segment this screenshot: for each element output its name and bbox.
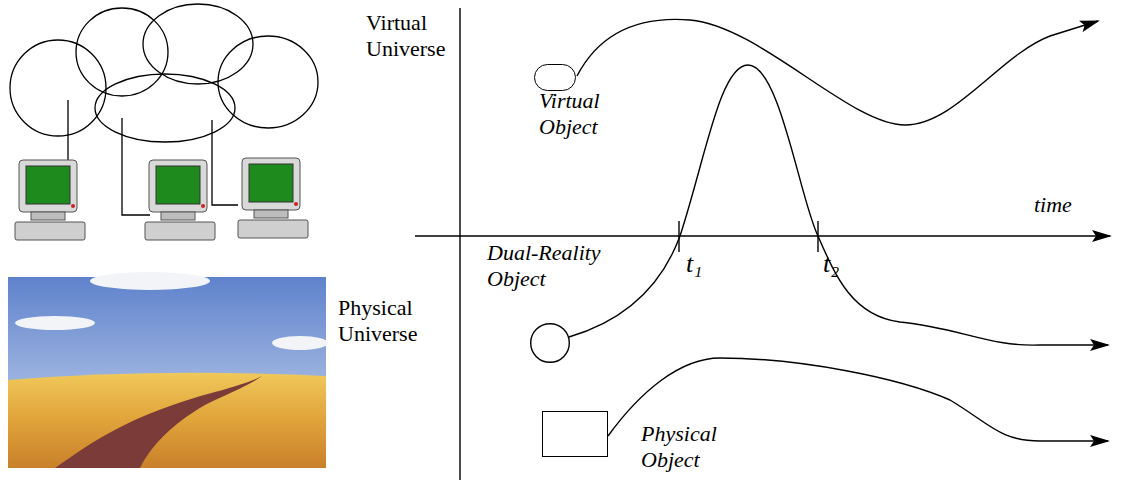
axis [415, 8, 1110, 480]
physical-object: Physical Object [542, 411, 608, 457]
network-cloud [10, 4, 318, 142]
circle-outline [530, 323, 570, 363]
computer-icon [15, 158, 308, 240]
object-label: Physical Object [641, 421, 741, 473]
trajectory-curve [569, 19, 1108, 441]
axis-label: time [1034, 192, 1072, 218]
object-label: Virtual Object [539, 88, 619, 140]
virtual-object: Virtual Object [534, 64, 576, 91]
universe-label: Physical Universe [338, 295, 456, 347]
time-mark: t₂ [823, 251, 839, 277]
network-wire [68, 100, 238, 215]
dual-reality-object: Dual-Reality Object [530, 323, 570, 363]
landscape-picture [8, 272, 328, 468]
time-mark: t₁ [686, 251, 702, 277]
object-label: Dual-Reality Object [487, 240, 627, 292]
universe-label: Virtual Universe [366, 10, 461, 62]
